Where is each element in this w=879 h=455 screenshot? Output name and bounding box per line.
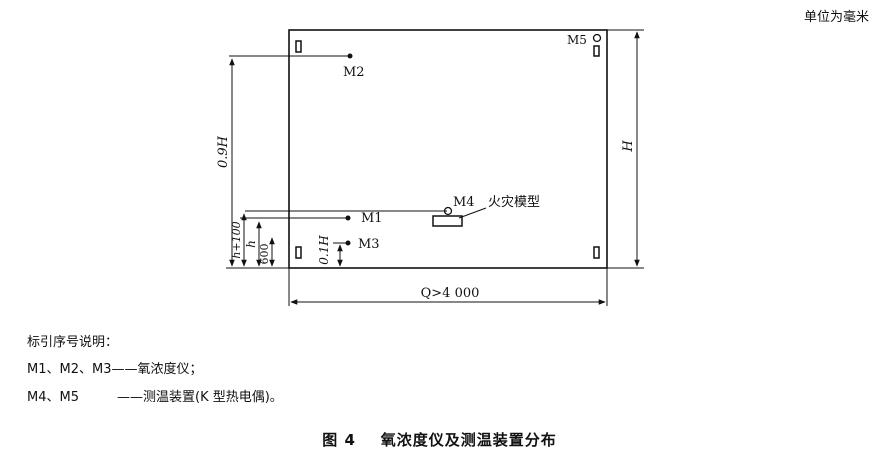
fire-model <box>432 215 463 227</box>
legend-item-ids: M1、M2、M3 <box>27 362 112 377</box>
dim-600: 600 <box>258 244 271 265</box>
legend-item-text: ——氧浓度仪； <box>111 362 203 377</box>
figure-caption: 图 4 氧浓度仪及测温装置分布 <box>322 431 557 449</box>
legend-item-thermo: M4、M5 ——测温装置(K 型热电偶)。 <box>27 386 283 405</box>
corner-opening <box>593 246 600 259</box>
dim-09H: 0.9H <box>216 135 231 168</box>
marker-m2-label: M2 <box>343 65 365 80</box>
units-note: 单位为毫米 <box>803 10 869 25</box>
corner-opening <box>295 40 302 53</box>
corner-opening <box>593 45 600 57</box>
legend-item-oxygen: M1、M2、M3——氧浓度仪； <box>27 358 202 377</box>
legend-item-text: ——测温装置(K 型热电偶)。 <box>117 390 283 405</box>
fire-model-label: 火灾模型 <box>488 194 540 210</box>
legend-title: 标引序号说明： <box>27 335 119 350</box>
marker-m5-label: M5 <box>567 33 587 47</box>
room-outline <box>288 29 608 269</box>
marker-m2-dot <box>347 53 353 59</box>
dim-H: H <box>621 140 636 153</box>
dim-01H: 0.1H <box>317 235 331 265</box>
marker-m1-label: M1 <box>361 211 383 226</box>
dim-h-plus-100: h+100 <box>230 221 243 258</box>
dim-h: h <box>244 240 258 248</box>
corner-opening <box>295 246 302 259</box>
room-layout-diagram: M2 M5 M1 M3 M4 火灾模型 0.9H h+100 h 600 0.1… <box>216 29 644 306</box>
dim-width: Q>4 000 <box>421 286 480 301</box>
marker-m3-label: M3 <box>358 237 380 252</box>
legend-item-ids: M4、M5 <box>27 390 79 405</box>
marker-m5-thermocouple <box>592 33 602 43</box>
marker-m4-label: M4 <box>453 195 475 210</box>
marker-m3-dot <box>345 240 351 246</box>
marker-m4-thermocouple <box>443 206 453 216</box>
marker-m1-dot <box>345 215 351 221</box>
